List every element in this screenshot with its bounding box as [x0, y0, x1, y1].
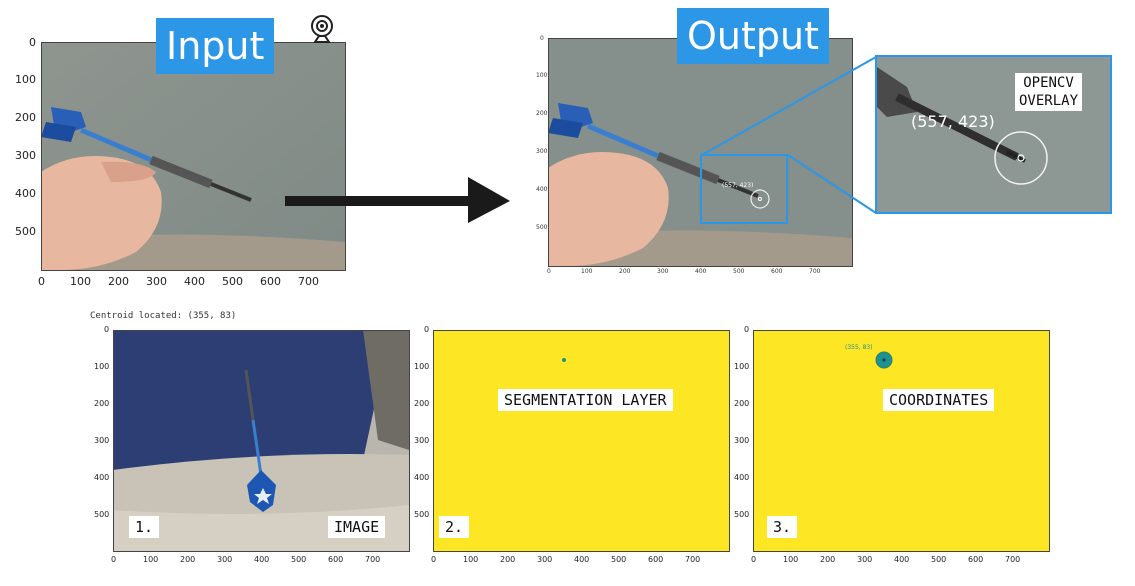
zoom-selection-box [700, 154, 788, 224]
x-tick: 0 [751, 555, 757, 564]
overlay-text-zoomed: (557, 423) [911, 112, 995, 131]
x-tick: 0 [431, 555, 437, 564]
x-tick: 100 [783, 555, 799, 564]
y-tick: 100 [15, 73, 36, 86]
coordinate-text: (355, 83) [845, 344, 873, 351]
x-tick: 0 [547, 268, 551, 275]
x-tick: 400 [184, 275, 205, 288]
x-tick: 300 [537, 555, 553, 564]
x-tick: 200 [619, 268, 631, 275]
panel-segmentation: SEGMENTATION LAYER 2. 0 100 200 300 400 … [410, 325, 735, 585]
y-tick: 300 [94, 436, 110, 445]
y-tick: 200 [94, 399, 110, 408]
panel-2-number: 2. [439, 516, 470, 538]
y-tick: 200 [414, 399, 430, 408]
x-tick: 600 [648, 555, 664, 564]
x-tick: 500 [611, 555, 627, 564]
x-tick: 300 [857, 555, 873, 564]
opencv-label-line2: OVERLAY [1019, 93, 1079, 109]
x-tick: 200 [820, 555, 836, 564]
x-tick: 500 [733, 268, 745, 275]
y-tick: 300 [414, 436, 430, 445]
x-tick: 300 [657, 268, 669, 275]
input-label: Input [156, 18, 275, 74]
output-image [548, 38, 852, 266]
x-tick: 100 [581, 268, 593, 275]
y-tick: 200 [15, 111, 36, 124]
x-tick: 300 [146, 275, 167, 288]
y-tick: 0 [540, 35, 544, 42]
y-tick: 500 [414, 510, 430, 519]
x-tick: 600 [968, 555, 984, 564]
y-tick: 300 [15, 149, 36, 162]
x-tick: 200 [500, 555, 516, 564]
x-tick: 500 [222, 275, 243, 288]
x-tick: 400 [254, 555, 270, 564]
x-tick: 400 [894, 555, 910, 564]
y-tick: 400 [414, 473, 430, 482]
x-tick: 0 [111, 555, 117, 564]
y-tick: 500 [536, 224, 548, 231]
overlay-text-small: (557, 423) [722, 182, 754, 189]
right-arrow-icon [285, 175, 515, 225]
y-tick: 400 [734, 473, 750, 482]
x-tick: 0 [38, 275, 45, 288]
y-tick: 400 [94, 473, 110, 482]
x-tick: 400 [695, 268, 707, 275]
opencv-label-line1: OPENCV [1023, 75, 1074, 91]
y-tick: 100 [94, 362, 110, 371]
panel-1-number: 1. [129, 516, 160, 538]
y-tick: 400 [536, 186, 548, 193]
x-tick: 700 [809, 268, 821, 275]
x-tick: 200 [108, 275, 129, 288]
segmentation-layer [433, 330, 729, 551]
opencv-overlay-label: OPENCV OVERLAY [1015, 73, 1083, 111]
y-tick: 300 [734, 436, 750, 445]
input-image [41, 42, 345, 270]
x-tick: 600 [771, 268, 783, 275]
x-tick: 700 [365, 555, 381, 564]
panel-coordinates: (355, 83) COORDINATES 3. 0 100 200 300 4… [730, 325, 1055, 585]
x-tick: 700 [685, 555, 701, 564]
x-tick: 600 [260, 275, 281, 288]
x-tick: 700 [298, 275, 319, 288]
x-tick: 200 [180, 555, 196, 564]
output-plot: (557, 423) 0 100 200 300 400 500 0 100 2… [530, 30, 860, 280]
zoomed-overlay-panel: (557, 423) OPENCV OVERLAY [875, 55, 1112, 214]
panel-1-title: IMAGE [328, 516, 386, 538]
zoom-connector [700, 55, 880, 225]
y-tick: 200 [734, 399, 750, 408]
x-tick: 500 [291, 555, 307, 564]
webcam-icon [309, 14, 335, 44]
input-plot: 0 100 200 300 400 500 0 100 200 300 400 … [0, 0, 360, 295]
y-tick: 100 [414, 362, 430, 371]
panel-3-title: COORDINATES [883, 389, 995, 411]
centroid-text: Centroid located: (355, 83) [90, 311, 237, 321]
x-tick: 500 [931, 555, 947, 564]
x-tick: 100 [143, 555, 159, 564]
y-tick: 200 [536, 110, 548, 117]
x-tick: 300 [217, 555, 233, 564]
y-tick: 100 [536, 72, 548, 79]
output-label: Output [677, 8, 829, 64]
y-tick: 0 [424, 325, 430, 334]
y-tick: 300 [536, 148, 548, 155]
panel-2-title: SEGMENTATION LAYER [498, 389, 673, 411]
y-tick: 0 [104, 325, 110, 334]
x-tick: 100 [463, 555, 479, 564]
y-tick: 500 [734, 510, 750, 519]
panel-3-number: 3. [767, 516, 798, 538]
y-tick: 100 [734, 362, 750, 371]
y-tick: 500 [94, 510, 110, 519]
x-tick: 600 [328, 555, 344, 564]
x-tick: 100 [70, 275, 91, 288]
coordinates-layer [753, 330, 1049, 551]
panel-image: 1. IMAGE 0 100 200 300 400 500 0 100 200… [90, 325, 415, 585]
y-tick: 0 [29, 36, 36, 49]
y-tick: 400 [15, 187, 36, 200]
y-tick: 500 [15, 225, 36, 238]
x-tick: 400 [574, 555, 590, 564]
y-tick: 0 [744, 325, 750, 334]
x-tick: 700 [1005, 555, 1021, 564]
